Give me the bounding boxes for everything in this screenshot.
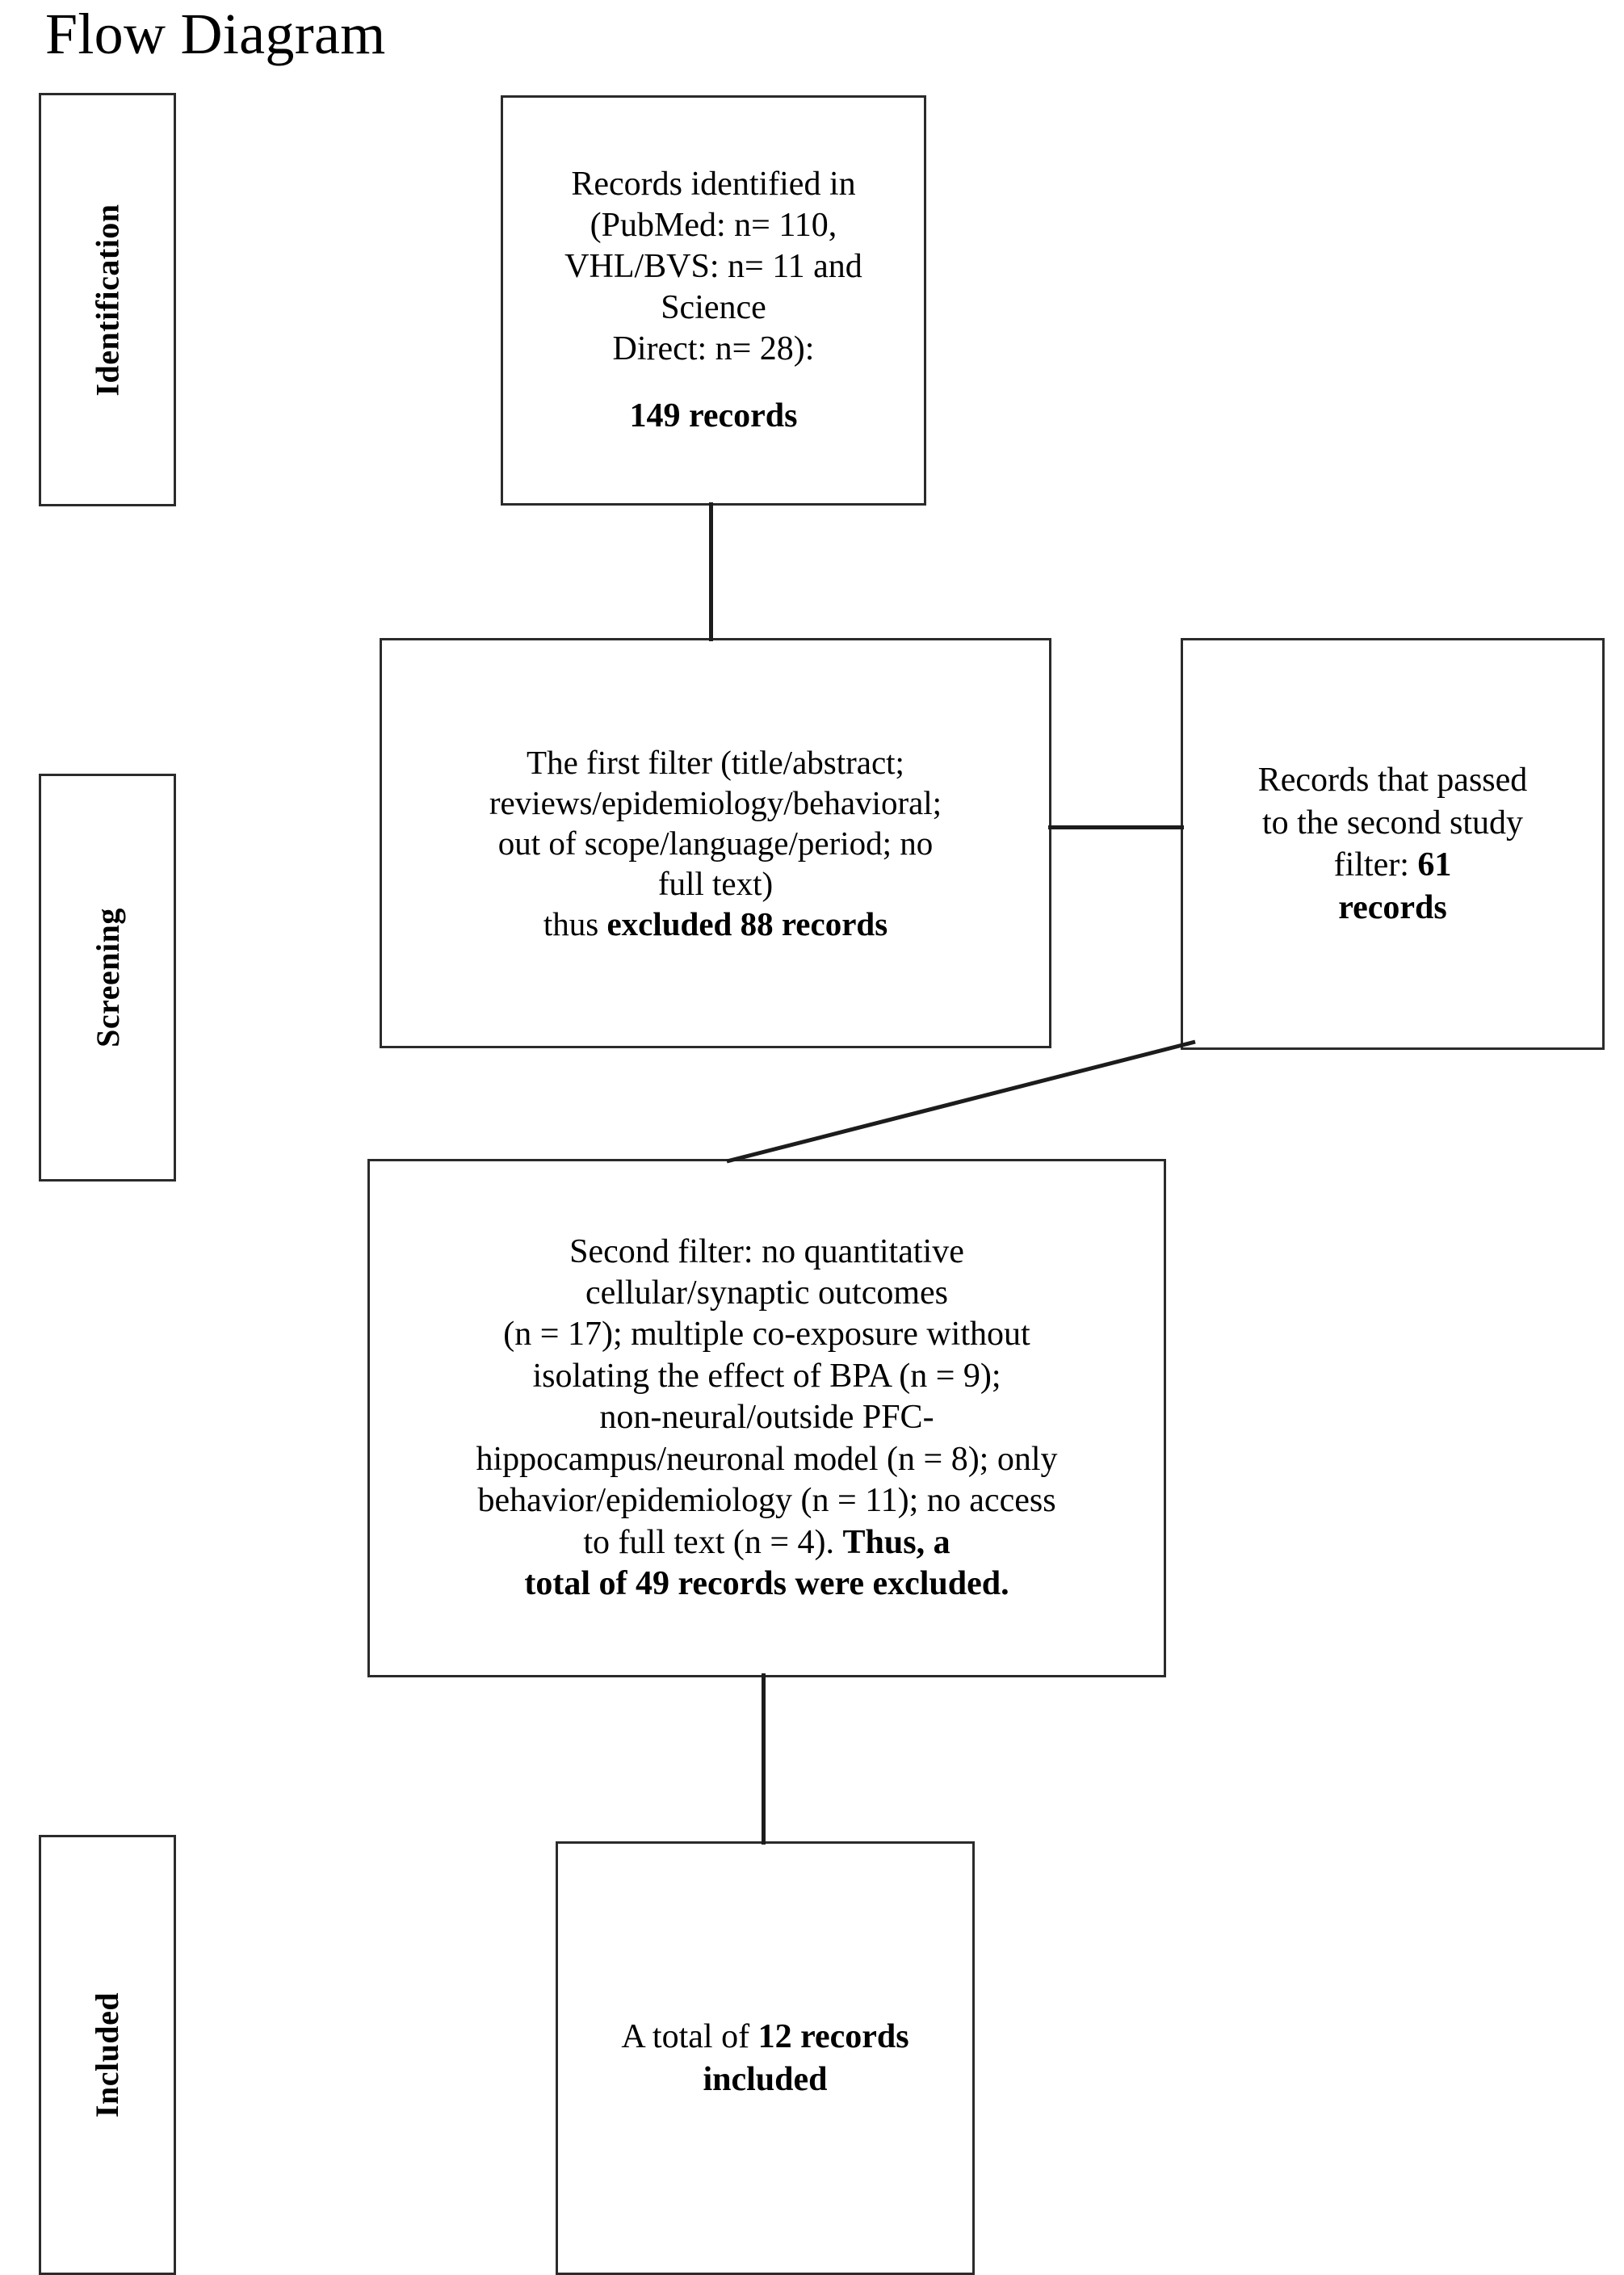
included-word: included bbox=[703, 2060, 828, 2098]
first-filter-line-4: full text) bbox=[657, 865, 774, 902]
second-filter-line-1: Second filter: no quantitative bbox=[569, 1232, 964, 1270]
stage-label-identification-text: Identification bbox=[89, 203, 126, 397]
connector-identified-to-first-filter bbox=[709, 502, 713, 641]
node-passed-second-filter-text: Records that passed to the second study … bbox=[1183, 759, 1602, 929]
passed-line-3-prefix: filter: bbox=[1333, 846, 1418, 884]
node-passed-second-filter: Records that passed to the second study … bbox=[1181, 638, 1605, 1050]
stage-label-identification: Identification bbox=[39, 93, 176, 506]
second-filter-line-5: non-neural/outside PFC- bbox=[599, 1399, 934, 1437]
identified-line-1: Records identified in bbox=[571, 165, 856, 203]
connector-passed-to-second-filter bbox=[726, 1039, 1196, 1164]
identified-line-5: Direct: n= 28): bbox=[612, 330, 815, 368]
node-first-filter-text: The first filter (title/abstract; review… bbox=[382, 742, 1049, 944]
second-filter-thus: Thus, a bbox=[842, 1523, 950, 1561]
first-filter-line-2: reviews/epidemiology/behavioral; bbox=[489, 783, 942, 821]
first-filter-line-1: The first filter (title/abstract; bbox=[527, 743, 904, 781]
included-prefix: A total of bbox=[621, 2018, 758, 2055]
included-count: 12 records bbox=[757, 2018, 909, 2055]
second-filter-total-excluded: total of 49 records were excluded. bbox=[524, 1565, 1009, 1603]
node-second-filter: Second filter: no quantitative cellular/… bbox=[367, 1159, 1166, 1677]
stage-label-included-text: Included bbox=[89, 1992, 126, 2118]
first-filter-excluded-prefix: thus bbox=[543, 905, 607, 943]
first-filter-excluded-count: excluded 88 records bbox=[606, 905, 888, 943]
second-filter-line-4: isolating the effect of BPA (n = 9); bbox=[532, 1357, 1001, 1395]
second-filter-line-6: hippocampus/neuronal model (n = 8); only bbox=[476, 1440, 1058, 1478]
identified-line-4: Science bbox=[661, 289, 766, 327]
node-records-identified: Records identified in (PubMed: n= 110, V… bbox=[501, 95, 926, 506]
node-records-identified-text: Records identified in (PubMed: n= 110, V… bbox=[503, 164, 924, 438]
connector-second-filter-to-included bbox=[762, 1673, 766, 1845]
page-title: Flow Diagram bbox=[45, 2, 386, 66]
second-filter-line-7: behavior/epidemiology (n = 11); no acces… bbox=[477, 1482, 1056, 1520]
second-filter-line-2: cellular/synaptic outcomes bbox=[585, 1274, 949, 1312]
second-filter-line-8-prefix: to full text (n = 4). bbox=[583, 1523, 843, 1561]
passed-records-word: records bbox=[1338, 888, 1447, 926]
node-first-filter: The first filter (title/abstract; review… bbox=[380, 638, 1051, 1048]
connector-first-filter-to-passed bbox=[1048, 825, 1184, 829]
second-filter-line-3: (n = 17); multiple co-exposure without bbox=[503, 1316, 1030, 1354]
stage-label-screening: Screening bbox=[39, 774, 176, 1182]
passed-count: 61 bbox=[1417, 846, 1452, 884]
identified-line-2: (PubMed: n= 110, bbox=[590, 206, 837, 244]
stage-label-included: Included bbox=[39, 1835, 176, 2275]
stage-label-screening-text: Screening bbox=[89, 908, 126, 1047]
identified-gap bbox=[511, 371, 916, 397]
passed-line-1: Records that passed bbox=[1257, 762, 1528, 799]
passed-line-2: to the second study bbox=[1261, 804, 1524, 842]
node-records-included-text: A total of 12 records included bbox=[558, 2016, 972, 2101]
node-second-filter-text: Second filter: no quantitative cellular/… bbox=[370, 1232, 1164, 1606]
node-records-included: A total of 12 records included bbox=[556, 1841, 975, 2275]
identified-total: 149 records bbox=[629, 397, 798, 435]
first-filter-line-3: out of scope/language/period; no bbox=[497, 824, 934, 862]
identified-line-3: VHL/BVS: n= 11 and bbox=[564, 248, 862, 286]
